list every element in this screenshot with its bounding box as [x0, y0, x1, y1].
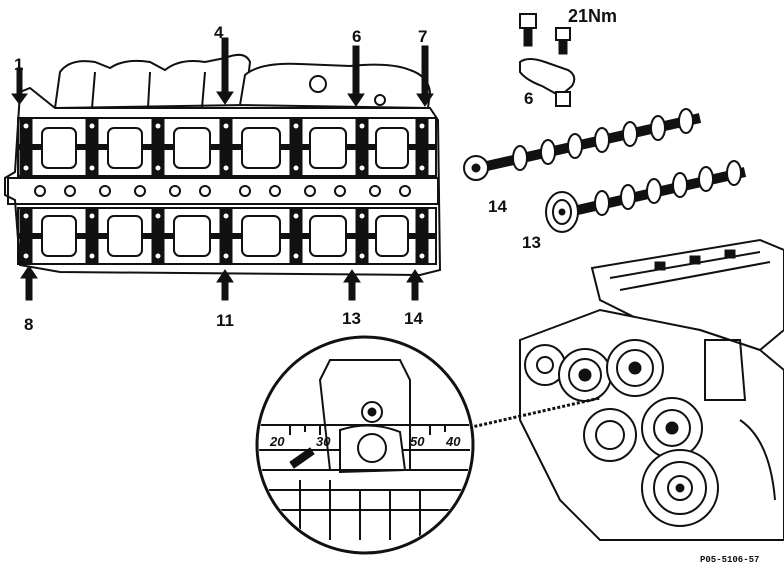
pulley-icon — [558, 348, 612, 402]
callout-camshaft-13: 13 — [522, 233, 541, 252]
pulley-icon — [641, 397, 703, 459]
engine-front-view — [519, 238, 784, 541]
callout-13: 13 — [342, 309, 361, 328]
scale-mark-50: 50 — [410, 434, 425, 449]
callout-4: 4 — [214, 23, 224, 42]
crankshaft-pulley-icon — [641, 449, 719, 527]
pulley-icon — [583, 408, 637, 462]
pulley-icon — [606, 339, 664, 397]
timing-mark-detail: 20 30 50 40 — [255, 335, 475, 555]
callout-14: 14 — [404, 309, 423, 328]
bolt-icon — [519, 13, 537, 47]
callout-camshaft-14: 14 — [488, 197, 507, 216]
camshaft-intake — [545, 160, 747, 233]
rocker-arm-icon — [519, 58, 576, 98]
scale-mark-30: 30 — [316, 434, 331, 449]
callout-7: 7 — [418, 27, 427, 46]
callout-11: 11 — [216, 311, 234, 330]
exploded-parts: 21Nm 6 14 — [463, 6, 747, 252]
bolt-icon — [555, 27, 571, 55]
cylinder-head-top-view: 1 4 6 7 8 11 13 14 — [4, 23, 442, 334]
callout-6: 6 — [352, 27, 361, 46]
callout-rocker-6: 6 — [524, 89, 533, 108]
torque-spec: 21Nm — [568, 6, 617, 26]
scale-mark-40: 40 — [445, 434, 461, 449]
scale-mark-20: 20 — [269, 434, 285, 449]
callout-8: 8 — [24, 315, 33, 334]
figure-reference: P05-5106-57 — [700, 555, 759, 565]
callout-1: 1 — [14, 55, 23, 74]
camshaft-exhaust — [463, 108, 702, 181]
